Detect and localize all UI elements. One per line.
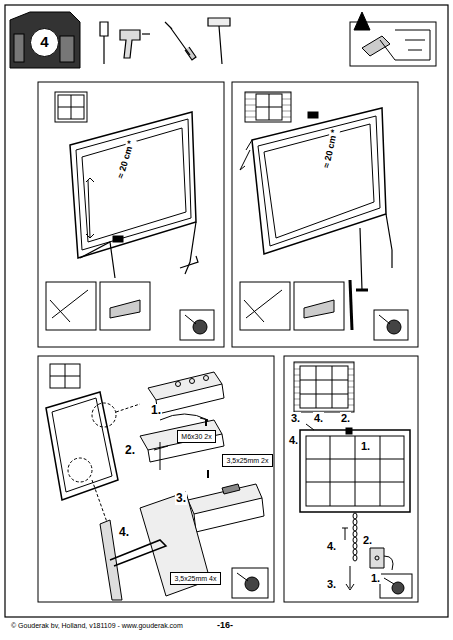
fastener-label: M6x30 2x bbox=[177, 430, 216, 443]
fastener-label: 3,5x25mm 2x bbox=[222, 454, 273, 467]
callout-number: 4. bbox=[313, 412, 324, 424]
callout-number: 2. bbox=[124, 444, 136, 457]
callout-number: 3. bbox=[290, 412, 301, 424]
dimension-label: ≈ 20 cm * bbox=[116, 139, 137, 181]
callout-number: 1. bbox=[150, 404, 162, 417]
callout-number: 4. bbox=[326, 540, 337, 552]
dimension-label: ≈ 20 cm * bbox=[322, 128, 340, 170]
callout-number: 3. bbox=[175, 492, 187, 505]
step-badge: 4 bbox=[30, 28, 59, 57]
footer-text: -16- bbox=[216, 621, 234, 631]
callout-number: 1. bbox=[360, 440, 371, 452]
fastener-text: 3,5x25mm 2x bbox=[226, 457, 268, 465]
step-number: 4 bbox=[40, 34, 48, 51]
callout-number: 2. bbox=[340, 412, 351, 424]
callout-number: 4. bbox=[288, 434, 299, 446]
callout-number: 1. bbox=[370, 572, 381, 584]
fastener-text: M6x30 2x bbox=[181, 433, 211, 441]
fastener-label: 3,5x25mm 4x bbox=[170, 572, 221, 585]
callout-number: 2. bbox=[362, 534, 373, 546]
callout-number: 3. bbox=[326, 578, 337, 590]
callout-number: 4. bbox=[118, 526, 130, 539]
footer-text: © Gouderak bv, Holland, v181109 - www.go… bbox=[10, 622, 184, 630]
fastener-text: 3,5x25mm 4x bbox=[174, 575, 216, 583]
